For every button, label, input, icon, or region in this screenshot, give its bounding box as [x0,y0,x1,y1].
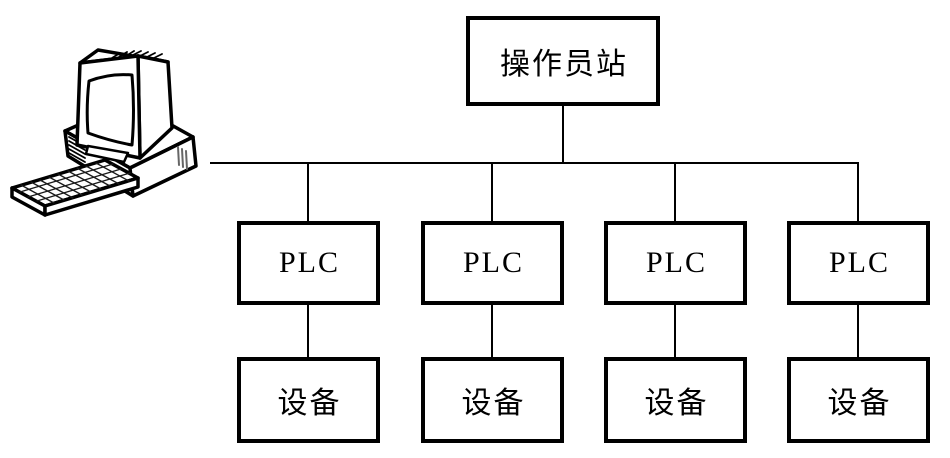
plc-label: PLC [645,246,708,279]
bus-to-plc-1-line [307,163,309,222]
plc-label: PLC [278,246,341,279]
plc-label: PLC [462,246,525,279]
device-node-4: 设备 [787,357,930,443]
network-bus-line [210,162,859,164]
bus-to-plc-4-line [857,163,859,222]
device-label: 设备 [644,387,709,420]
device-node-1: 设备 [237,357,380,443]
device-label: 设备 [461,387,526,420]
plc-1-to-device-line [307,304,309,358]
plc-3-to-device-line [674,304,676,358]
bus-to-plc-3-line [674,163,676,222]
device-node-3: 设备 [604,357,747,443]
operator-station-connector-line [562,104,564,163]
desktop-computer-icon [10,48,198,217]
plc-label: PLC [828,246,891,279]
plc-2-to-device-line [491,304,493,358]
plc-node-3: PLC [604,221,747,305]
plc-4-to-device-line [857,304,859,358]
device-label: 设备 [277,387,342,420]
operator-station-node: 操作员站 [466,16,660,106]
plc-node-2: PLC [421,221,564,305]
plc-node-4: PLC [787,221,930,305]
device-label: 设备 [827,387,892,420]
device-node-2: 设备 [421,357,564,443]
bus-to-plc-2-line [491,163,493,222]
operator-station-label: 操作员站 [500,48,628,81]
plc-node-1: PLC [237,221,380,305]
